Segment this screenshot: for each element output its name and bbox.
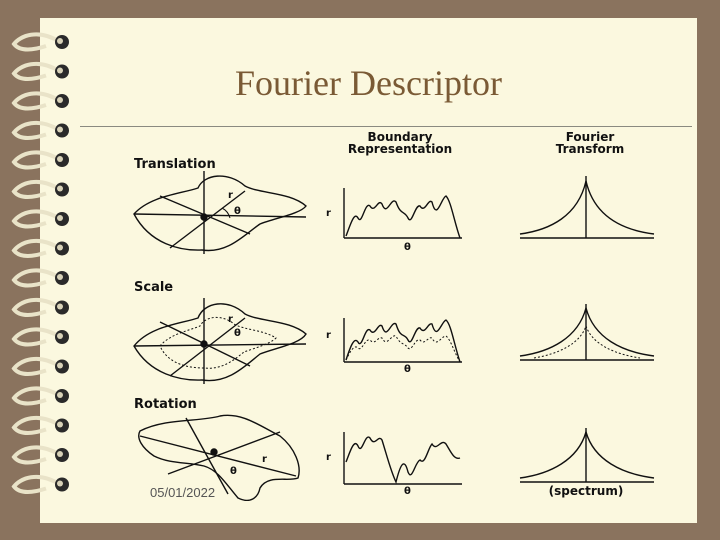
row-label-scale: Scale	[134, 280, 173, 295]
shape-rotation	[138, 414, 300, 501]
binding-ring	[11, 238, 62, 258]
label-theta-5: θ	[230, 466, 237, 477]
label-r-2: r	[326, 208, 331, 219]
label-r-6: r	[326, 452, 331, 463]
spectrum-plot-translation	[519, 176, 655, 239]
binding-ring	[11, 179, 62, 199]
label-theta-6: θ	[404, 486, 411, 497]
binding-ring	[11, 32, 62, 52]
label-theta-2: θ	[404, 242, 411, 253]
binding-ring	[11, 415, 62, 435]
binding-ring	[11, 474, 62, 494]
binding-ring	[11, 209, 62, 229]
shape-scale	[133, 298, 307, 384]
shape-translation	[133, 171, 307, 254]
label-r-3: r	[228, 314, 233, 325]
label-r-4: r	[326, 330, 331, 341]
binding-ring	[11, 327, 62, 347]
boundary-plot-translation	[343, 188, 462, 239]
spectrum-plot-scale	[519, 304, 655, 361]
binding-ring	[11, 268, 62, 288]
label-theta-1: θ	[234, 206, 241, 217]
label-r-1: r	[228, 190, 233, 201]
binding-ring	[11, 386, 62, 406]
label-spectrum: (spectrum)	[549, 484, 624, 498]
column-header-fourier-2: Transform	[556, 142, 624, 156]
slide-date: 05/01/2022	[150, 485, 216, 500]
column-header-boundary-2: Representation	[348, 142, 452, 156]
binding-ring	[11, 61, 62, 81]
label-theta-3: θ	[234, 328, 241, 339]
label-r-5: r	[262, 454, 267, 465]
binding-ring	[11, 445, 62, 465]
binding-ring	[11, 297, 62, 317]
label-theta-4: θ	[404, 364, 411, 375]
binding-ring	[11, 120, 62, 140]
slide-title: Fourier Descriptor	[235, 63, 502, 103]
boundary-plot-rotation	[343, 432, 462, 485]
binding-ring	[11, 356, 62, 376]
row-label-translation: Translation	[134, 157, 216, 172]
column-header-fourier-1: Fourier	[566, 130, 615, 144]
boundary-plot-scale	[343, 318, 462, 363]
binding-ring	[11, 91, 62, 111]
spiral-binding	[11, 32, 69, 494]
title-divider	[80, 126, 692, 127]
column-header-boundary-1: Boundary	[368, 130, 433, 144]
row-label-rotation: Rotation	[134, 397, 197, 412]
spectrum-plot-rotation	[519, 428, 655, 483]
fourier-descriptor-figure: Boundary Representation Fourier Transfor…	[133, 130, 655, 501]
binding-ring	[11, 150, 62, 170]
